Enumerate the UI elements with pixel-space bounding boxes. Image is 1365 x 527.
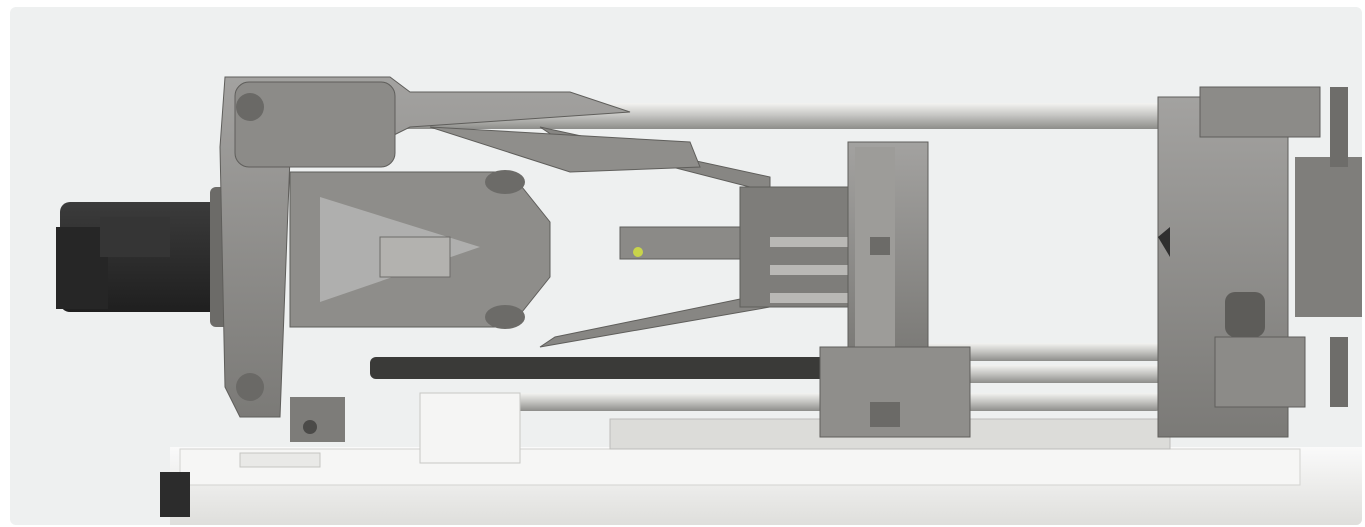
ejector-assembly bbox=[619, 186, 851, 308]
stationary-platen bbox=[1157, 86, 1362, 438]
rear-platen bbox=[219, 76, 631, 442]
machine-base bbox=[160, 418, 1362, 525]
carriage-block bbox=[819, 346, 971, 438]
bearing-block bbox=[419, 392, 521, 464]
machine-illustration bbox=[56, 76, 1362, 525]
machine-photo bbox=[10, 7, 1362, 525]
ball-screw bbox=[370, 357, 890, 379]
toggle-mechanism bbox=[289, 126, 771, 348]
moving-platen bbox=[847, 141, 929, 353]
